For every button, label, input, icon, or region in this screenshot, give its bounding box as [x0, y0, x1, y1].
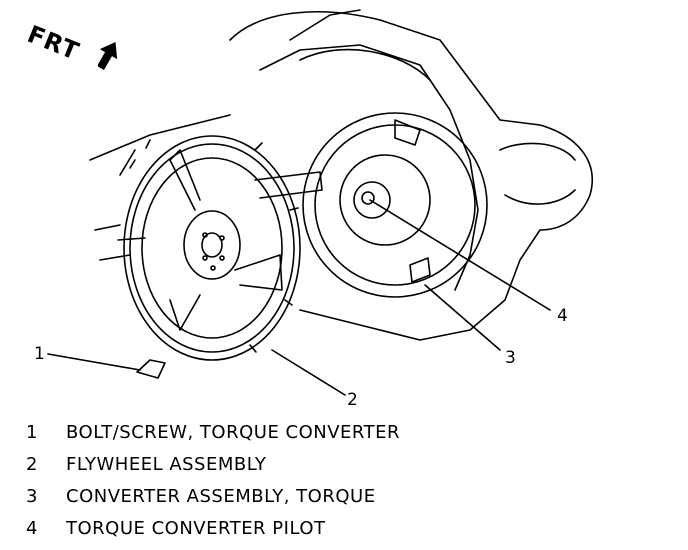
legend-item: 3 CONVERTER ASSEMBLY, TORQUE [26, 486, 666, 518]
callout-number-2: 2 [347, 390, 358, 410]
legend-item: 1 BOLT/SCREW, TORQUE CONVERTER [26, 422, 666, 454]
legend-description: FLYWHEEL ASSEMBLY [66, 454, 267, 475]
callout-leader-2 [271, 349, 346, 396]
legend-description: CONVERTER ASSEMBLY, TORQUE [66, 486, 376, 507]
flywheel-converter-illustration [47, 9, 593, 396]
legend-number: 4 [26, 518, 38, 539]
torque-converter-outer [302, 112, 488, 298]
callout-leader-4 [369, 199, 551, 311]
transmission-housing [229, 11, 593, 341]
front-arrow-icon [98, 42, 118, 70]
callout-number-1: 1 [34, 344, 45, 364]
flywheel-outer [123, 135, 301, 361]
parts-legend: 1 BOLT/SCREW, TORQUE CONVERTER 2 FLYWHEE… [26, 422, 666, 550]
torque-converter-pilot [361, 191, 375, 205]
converter-bolt [136, 359, 166, 379]
callout-number-4: 4 [557, 306, 568, 326]
legend-item: 2 FLYWHEEL ASSEMBLY [26, 454, 666, 486]
legend-description: TORQUE CONVERTER PILOT [66, 518, 326, 539]
legend-number: 2 [26, 454, 38, 475]
callout-leader-1 [47, 353, 141, 371]
legend-item: 4 TORQUE CONVERTER PILOT [26, 518, 666, 550]
callout-number-3: 3 [505, 348, 516, 368]
legend-description: BOLT/SCREW, TORQUE CONVERTER [66, 422, 400, 443]
callout-leader-3 [424, 284, 501, 351]
legend-number: 3 [26, 486, 38, 507]
legend-number: 1 [26, 422, 38, 443]
